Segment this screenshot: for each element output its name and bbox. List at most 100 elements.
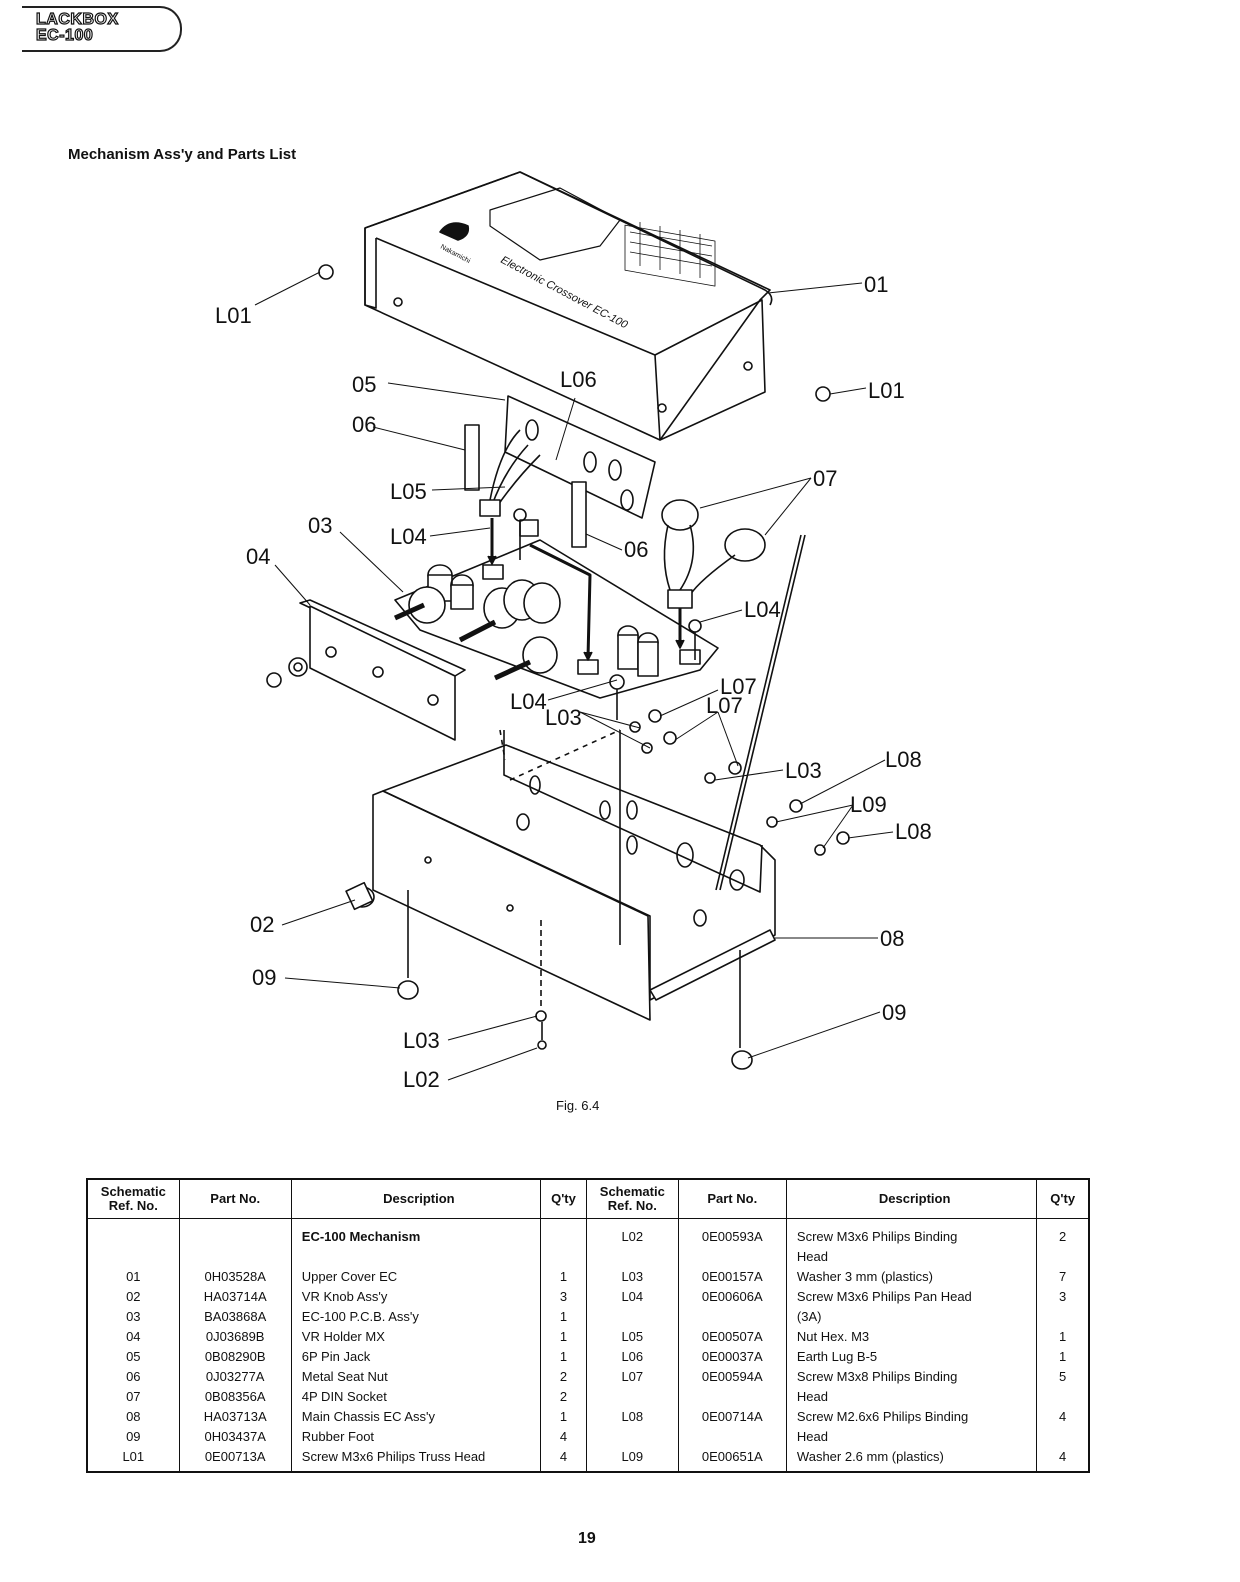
table-cell-desc: 6P Pin Jack — [301, 1349, 371, 1364]
table-cell-part: BA03868A — [204, 1309, 267, 1324]
callout-l03-upper: L03 — [545, 705, 582, 730]
callout-02: 02 — [250, 912, 274, 937]
table-cell-ref — [593, 1247, 672, 1267]
table-cell-part: 0E00651A — [701, 1449, 763, 1464]
table-cell-part: 0E00606A — [701, 1289, 763, 1304]
table-cell-ref: L02 — [621, 1229, 644, 1244]
table-cell-qty: 4 — [1059, 1449, 1067, 1464]
table-cell-part: 0E00037A — [701, 1349, 763, 1364]
header-ref-2: Schematic Ref. No. — [586, 1179, 679, 1219]
pin-jack-panel — [464, 395, 656, 548]
table-cell-qty: 4 — [559, 1429, 568, 1444]
table-cell-part: 0J03689B — [205, 1329, 265, 1344]
table-cell-ref: L09 — [621, 1449, 644, 1464]
table-cell-ref: 09 — [126, 1429, 141, 1444]
spacer-cell — [94, 1247, 173, 1267]
table-cell-qty: 3 — [559, 1289, 568, 1304]
table-cell-part: 0H03528A — [204, 1269, 266, 1284]
table-cell-ref: 02 — [126, 1289, 141, 1304]
callout-l06: L06 — [560, 367, 597, 392]
table-cell-part — [685, 1427, 780, 1447]
table-cell-ref: 01 — [126, 1269, 141, 1284]
callout-06-upper: 06 — [352, 412, 376, 437]
table-cell-desc: Nut Hex. M3 — [796, 1329, 870, 1344]
table-cell-desc: Screw M3x6 Philips Truss Head — [301, 1449, 486, 1464]
table-cell-part: 0E00593A — [701, 1229, 763, 1244]
table-cell-part: 0E00714A — [701, 1409, 763, 1424]
table-cell-part — [685, 1307, 780, 1327]
table-cell-desc: Washer 3 mm (plastics) — [796, 1269, 933, 1284]
table-cell-desc: Metal Seat Nut — [301, 1369, 388, 1384]
blackbox-logo: LACKBOX EC-100 — [22, 6, 182, 52]
callout-05: 05 — [352, 372, 376, 397]
table-cell-ref: L06 — [621, 1349, 644, 1364]
table-cell-qty — [1043, 1427, 1082, 1447]
table-cell-qty — [547, 1227, 580, 1247]
upper-cover — [364, 171, 773, 441]
table-cell-part: 0B08356A — [204, 1389, 266, 1404]
callout-09-right: 09 — [882, 1000, 906, 1025]
table-cell-qty: 2 — [559, 1389, 568, 1404]
logo-line-1: LACKBOX — [35, 11, 119, 28]
callout-l09: L09 — [850, 792, 887, 817]
header-desc: Description — [290, 1179, 541, 1219]
callout-03: 03 — [308, 513, 332, 538]
table-cell-part: 0J03277A — [205, 1369, 265, 1384]
header-ref-line1: Schematic — [100, 1184, 166, 1199]
table-cell-qty: 1 — [1059, 1329, 1067, 1344]
table-cell-ref: 08 — [126, 1409, 141, 1424]
table-cell-ref: 06 — [126, 1369, 141, 1384]
table-cell-ref: L07 — [621, 1369, 644, 1384]
callout-l07-upper: L07 — [720, 674, 757, 699]
callout-l08-upper: L08 — [885, 747, 922, 772]
table-cell-qty: 2 — [1059, 1229, 1067, 1244]
spacer-cell — [186, 1247, 285, 1267]
table-cell-desc: (3A) — [796, 1309, 822, 1324]
table-cell-ref: 07 — [126, 1389, 141, 1404]
callout-07: 07 — [813, 466, 837, 491]
table-cell-qty: 1 — [559, 1309, 568, 1324]
table-cell-desc: Rubber Foot — [301, 1429, 375, 1444]
figure-caption: Fig. 6.4 — [556, 1098, 600, 1113]
table-cell-ref: 03 — [126, 1309, 141, 1324]
callout-l04-upper: L04 — [390, 524, 427, 549]
table-cell-qty: 1 — [559, 1269, 568, 1284]
table-cell-desc: VR Holder MX — [301, 1329, 385, 1344]
main-chassis — [372, 729, 776, 1021]
table-cell-qty — [1043, 1387, 1082, 1407]
din-sockets — [661, 499, 766, 609]
table-cell-desc: Screw M2.6x6 Philips Binding — [796, 1409, 969, 1424]
table-cell-part — [685, 1387, 780, 1407]
callout-l05: L05 — [390, 479, 427, 504]
table-cell-qty: 4 — [1059, 1409, 1067, 1424]
callout-l03-lower: L03 — [403, 1028, 440, 1053]
table-cell-qty: 1 — [559, 1329, 568, 1344]
table-cell-desc: VR Knob Ass'y — [301, 1289, 388, 1304]
table-cell-ref: L01 — [122, 1449, 145, 1464]
callout-08: 08 — [880, 926, 904, 951]
callout-04: 04 — [246, 544, 270, 569]
header-qty-2: Q'ty — [1036, 1179, 1089, 1219]
pcb-assembly — [393, 518, 719, 699]
table-cell-qty — [1043, 1307, 1082, 1327]
table-cell-qty: 7 — [1059, 1269, 1067, 1284]
table-cell-desc: Upper Cover EC — [301, 1269, 398, 1284]
table-cell-qty: 1 — [1059, 1349, 1067, 1364]
table-cell-qty: 1 — [559, 1409, 568, 1424]
table-cell-ref — [593, 1387, 672, 1407]
table-cell-qty: 1 — [559, 1349, 568, 1364]
table-cell-ref: L05 — [621, 1329, 644, 1344]
table-cell-desc: Earth Lug B-5 — [796, 1349, 878, 1364]
table-cell-desc: Screw M3x8 Philips Binding — [796, 1369, 958, 1384]
header-qty: Q'ty — [539, 1179, 587, 1219]
table-cell-qty: 5 — [1059, 1369, 1067, 1384]
table-cell-desc: EC-100 P.C.B. Ass'y — [301, 1309, 419, 1324]
table-cell-qty: 2 — [559, 1369, 568, 1384]
